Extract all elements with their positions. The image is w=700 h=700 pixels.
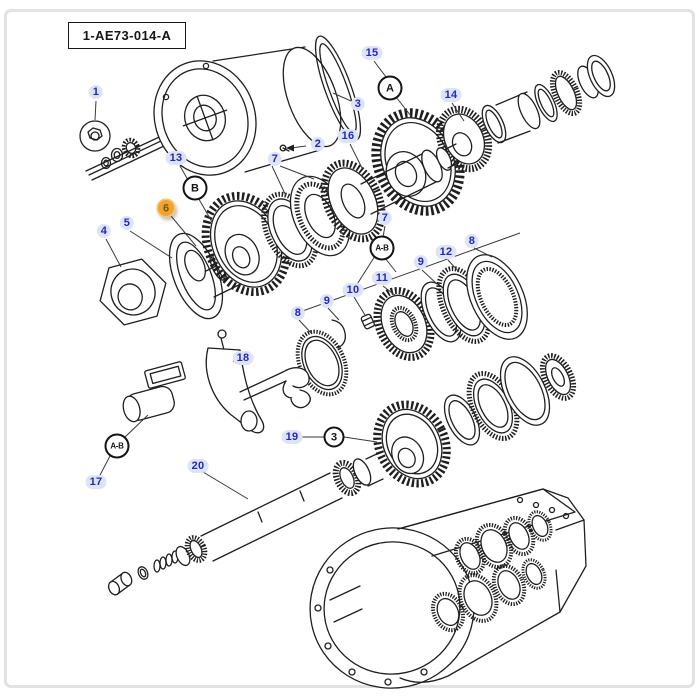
hub-gear-16 xyxy=(320,159,386,243)
shift-fork xyxy=(122,329,311,434)
callout-13[interactable]: 13 xyxy=(165,151,187,165)
marker-AB-2[interactable]: A-B xyxy=(104,433,130,459)
callout-5[interactable]: 5 xyxy=(119,216,135,230)
screw-2 xyxy=(279,144,290,152)
roller-10 xyxy=(360,313,375,330)
callout-18[interactable]: 18 xyxy=(232,351,254,365)
callout-8b[interactable]: 8 xyxy=(290,306,306,320)
callout-10[interactable]: 10 xyxy=(342,283,364,297)
callout-16[interactable]: 16 xyxy=(337,129,359,143)
callout-7b[interactable]: 7 xyxy=(377,211,393,225)
callout-14[interactable]: 14 xyxy=(440,88,462,102)
arrowhead xyxy=(286,144,294,152)
marker-B[interactable]: B xyxy=(182,175,208,201)
drawing-number: 1-AE73-014-A xyxy=(82,28,172,43)
housing-gear-stack-upper xyxy=(453,510,553,576)
callout-19[interactable]: 19 xyxy=(281,430,303,444)
callout-3[interactable]: 3 xyxy=(350,97,366,111)
marker-3[interactable]: 3 xyxy=(323,426,345,448)
spring-9b xyxy=(331,319,346,349)
callout-4[interactable]: 4 xyxy=(96,224,112,238)
callout-12[interactable]: 12 xyxy=(435,245,457,259)
callout-20[interactable]: 20 xyxy=(187,459,209,473)
hex-nut-4 xyxy=(99,258,167,326)
callout-2[interactable]: 2 xyxy=(310,137,326,151)
synchro-ring-7b xyxy=(289,175,351,257)
lower-shaft-assembly xyxy=(107,353,577,596)
marker-A[interactable]: A xyxy=(377,75,403,101)
sliding-sleeve-8a xyxy=(466,254,528,340)
callout-17[interactable]: 17 xyxy=(85,475,107,489)
callout-15[interactable]: 15 xyxy=(361,46,383,60)
callout-1[interactable]: 1 xyxy=(88,85,104,99)
gearbox-housing xyxy=(309,488,587,689)
callout-9b[interactable]: 9 xyxy=(319,294,335,308)
splined-gear-14 xyxy=(435,105,493,173)
housing-gear-stack-lower xyxy=(430,558,547,633)
drawing-number-box: 1-AE73-014-A xyxy=(68,22,186,49)
spring-coil xyxy=(153,550,179,573)
marker-AB-1[interactable]: A-B xyxy=(369,235,395,261)
callout-8a[interactable]: 8 xyxy=(464,234,480,248)
synchro-cluster xyxy=(295,232,528,397)
callout-11[interactable]: 11 xyxy=(371,271,393,285)
callout-9a[interactable]: 9 xyxy=(413,255,429,269)
second-shaft-assembly xyxy=(99,143,459,326)
callout-7a[interactable]: 7 xyxy=(267,152,283,166)
gear-cluster-top xyxy=(371,54,616,216)
highlighted-callout-6[interactable]: 6 xyxy=(156,198,176,218)
planet-carrier-drum xyxy=(153,35,362,176)
lock-plate-5 xyxy=(168,232,224,320)
gear-19 xyxy=(373,400,451,488)
snap-ring-8b xyxy=(295,329,349,397)
